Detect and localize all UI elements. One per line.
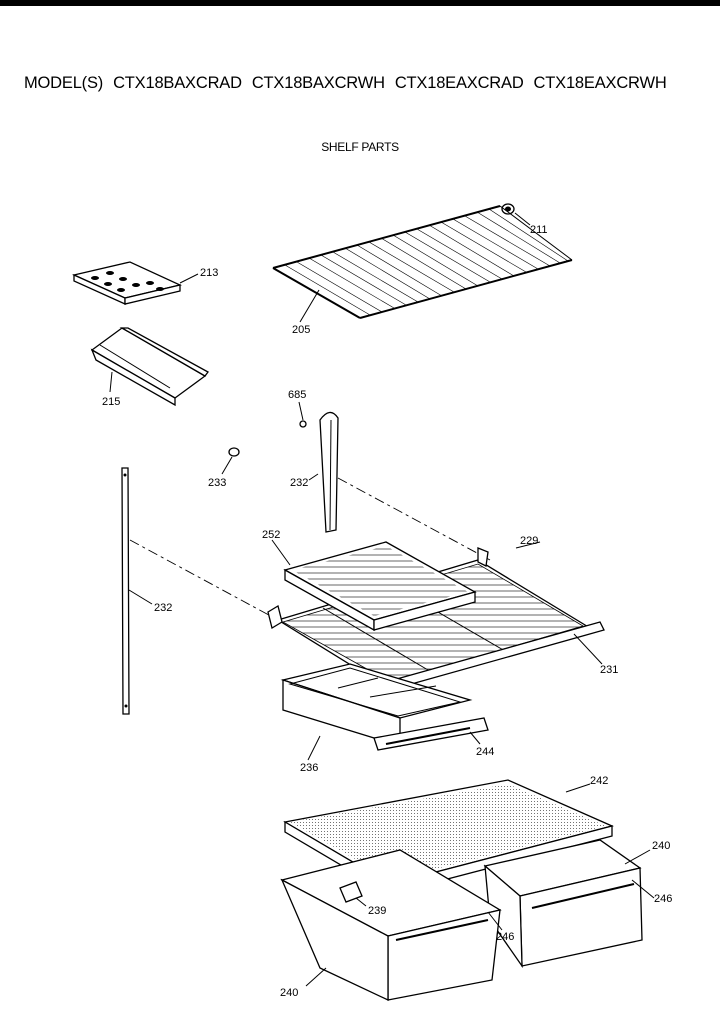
model-number: CTX18EAXCRWH bbox=[533, 74, 667, 92]
callout-232-left: 232 bbox=[154, 602, 172, 614]
model-prefix: MODEL(S) bbox=[24, 74, 104, 92]
part-232-left-rail[interactable] bbox=[121, 467, 153, 715]
top-border bbox=[0, 0, 720, 6]
model-header: MODEL(S) CTX18BAXCRAD CTX18BAXCRWH CTX18EAX… bbox=[24, 74, 677, 93]
part-205-wire-shelf[interactable] bbox=[272, 205, 573, 323]
callout-244: 244 bbox=[476, 746, 494, 758]
callout-242: 242 bbox=[590, 775, 608, 787]
alignment-line bbox=[337, 477, 491, 561]
callout-240-right: 240 bbox=[652, 840, 670, 852]
part-244-pan-cover[interactable] bbox=[373, 717, 489, 751]
part-236-meat-pan[interactable] bbox=[280, 663, 473, 761]
part-240-right-drawer[interactable] bbox=[483, 839, 655, 969]
part-685-screw[interactable] bbox=[298, 401, 307, 428]
callout-685: 685 bbox=[288, 389, 306, 401]
callout-246-right: 246 bbox=[654, 893, 672, 905]
part-211-clip[interactable] bbox=[501, 203, 531, 226]
part-215-bin[interactable] bbox=[90, 327, 209, 407]
callout-211: 211 bbox=[530, 224, 548, 236]
callout-231: 231 bbox=[600, 664, 618, 676]
model-number: CTX18EAXCRAD bbox=[394, 74, 524, 92]
part-233-clip[interactable] bbox=[221, 447, 240, 475]
model-number: CTX18BAXCRAD bbox=[113, 74, 242, 92]
callout-233: 233 bbox=[208, 477, 226, 489]
section-title: SHELF PARTS bbox=[321, 140, 399, 154]
callout-213: 213 bbox=[200, 267, 218, 279]
alignment-line bbox=[129, 539, 279, 621]
callout-229: 229 bbox=[520, 535, 538, 547]
callout-236: 236 bbox=[300, 762, 318, 774]
part-213-egg-tray[interactable] bbox=[71, 261, 199, 306]
callout-239: 239 bbox=[368, 905, 386, 917]
part-240-left-drawer[interactable] bbox=[280, 849, 503, 1002]
callout-246-mid: 246 bbox=[496, 931, 514, 943]
callout-215: 215 bbox=[102, 396, 120, 408]
part-232-center-rail[interactable] bbox=[308, 411, 339, 533]
model-number: CTX18BAXCRWH bbox=[251, 74, 385, 92]
callout-205: 205 bbox=[292, 324, 310, 336]
callout-240-left: 240 bbox=[280, 987, 298, 999]
callout-252: 252 bbox=[262, 529, 280, 541]
part-239-divider[interactable] bbox=[339, 881, 367, 907]
callout-232-center: 232 bbox=[290, 477, 308, 489]
part-252-glass-insert[interactable] bbox=[271, 539, 477, 632]
